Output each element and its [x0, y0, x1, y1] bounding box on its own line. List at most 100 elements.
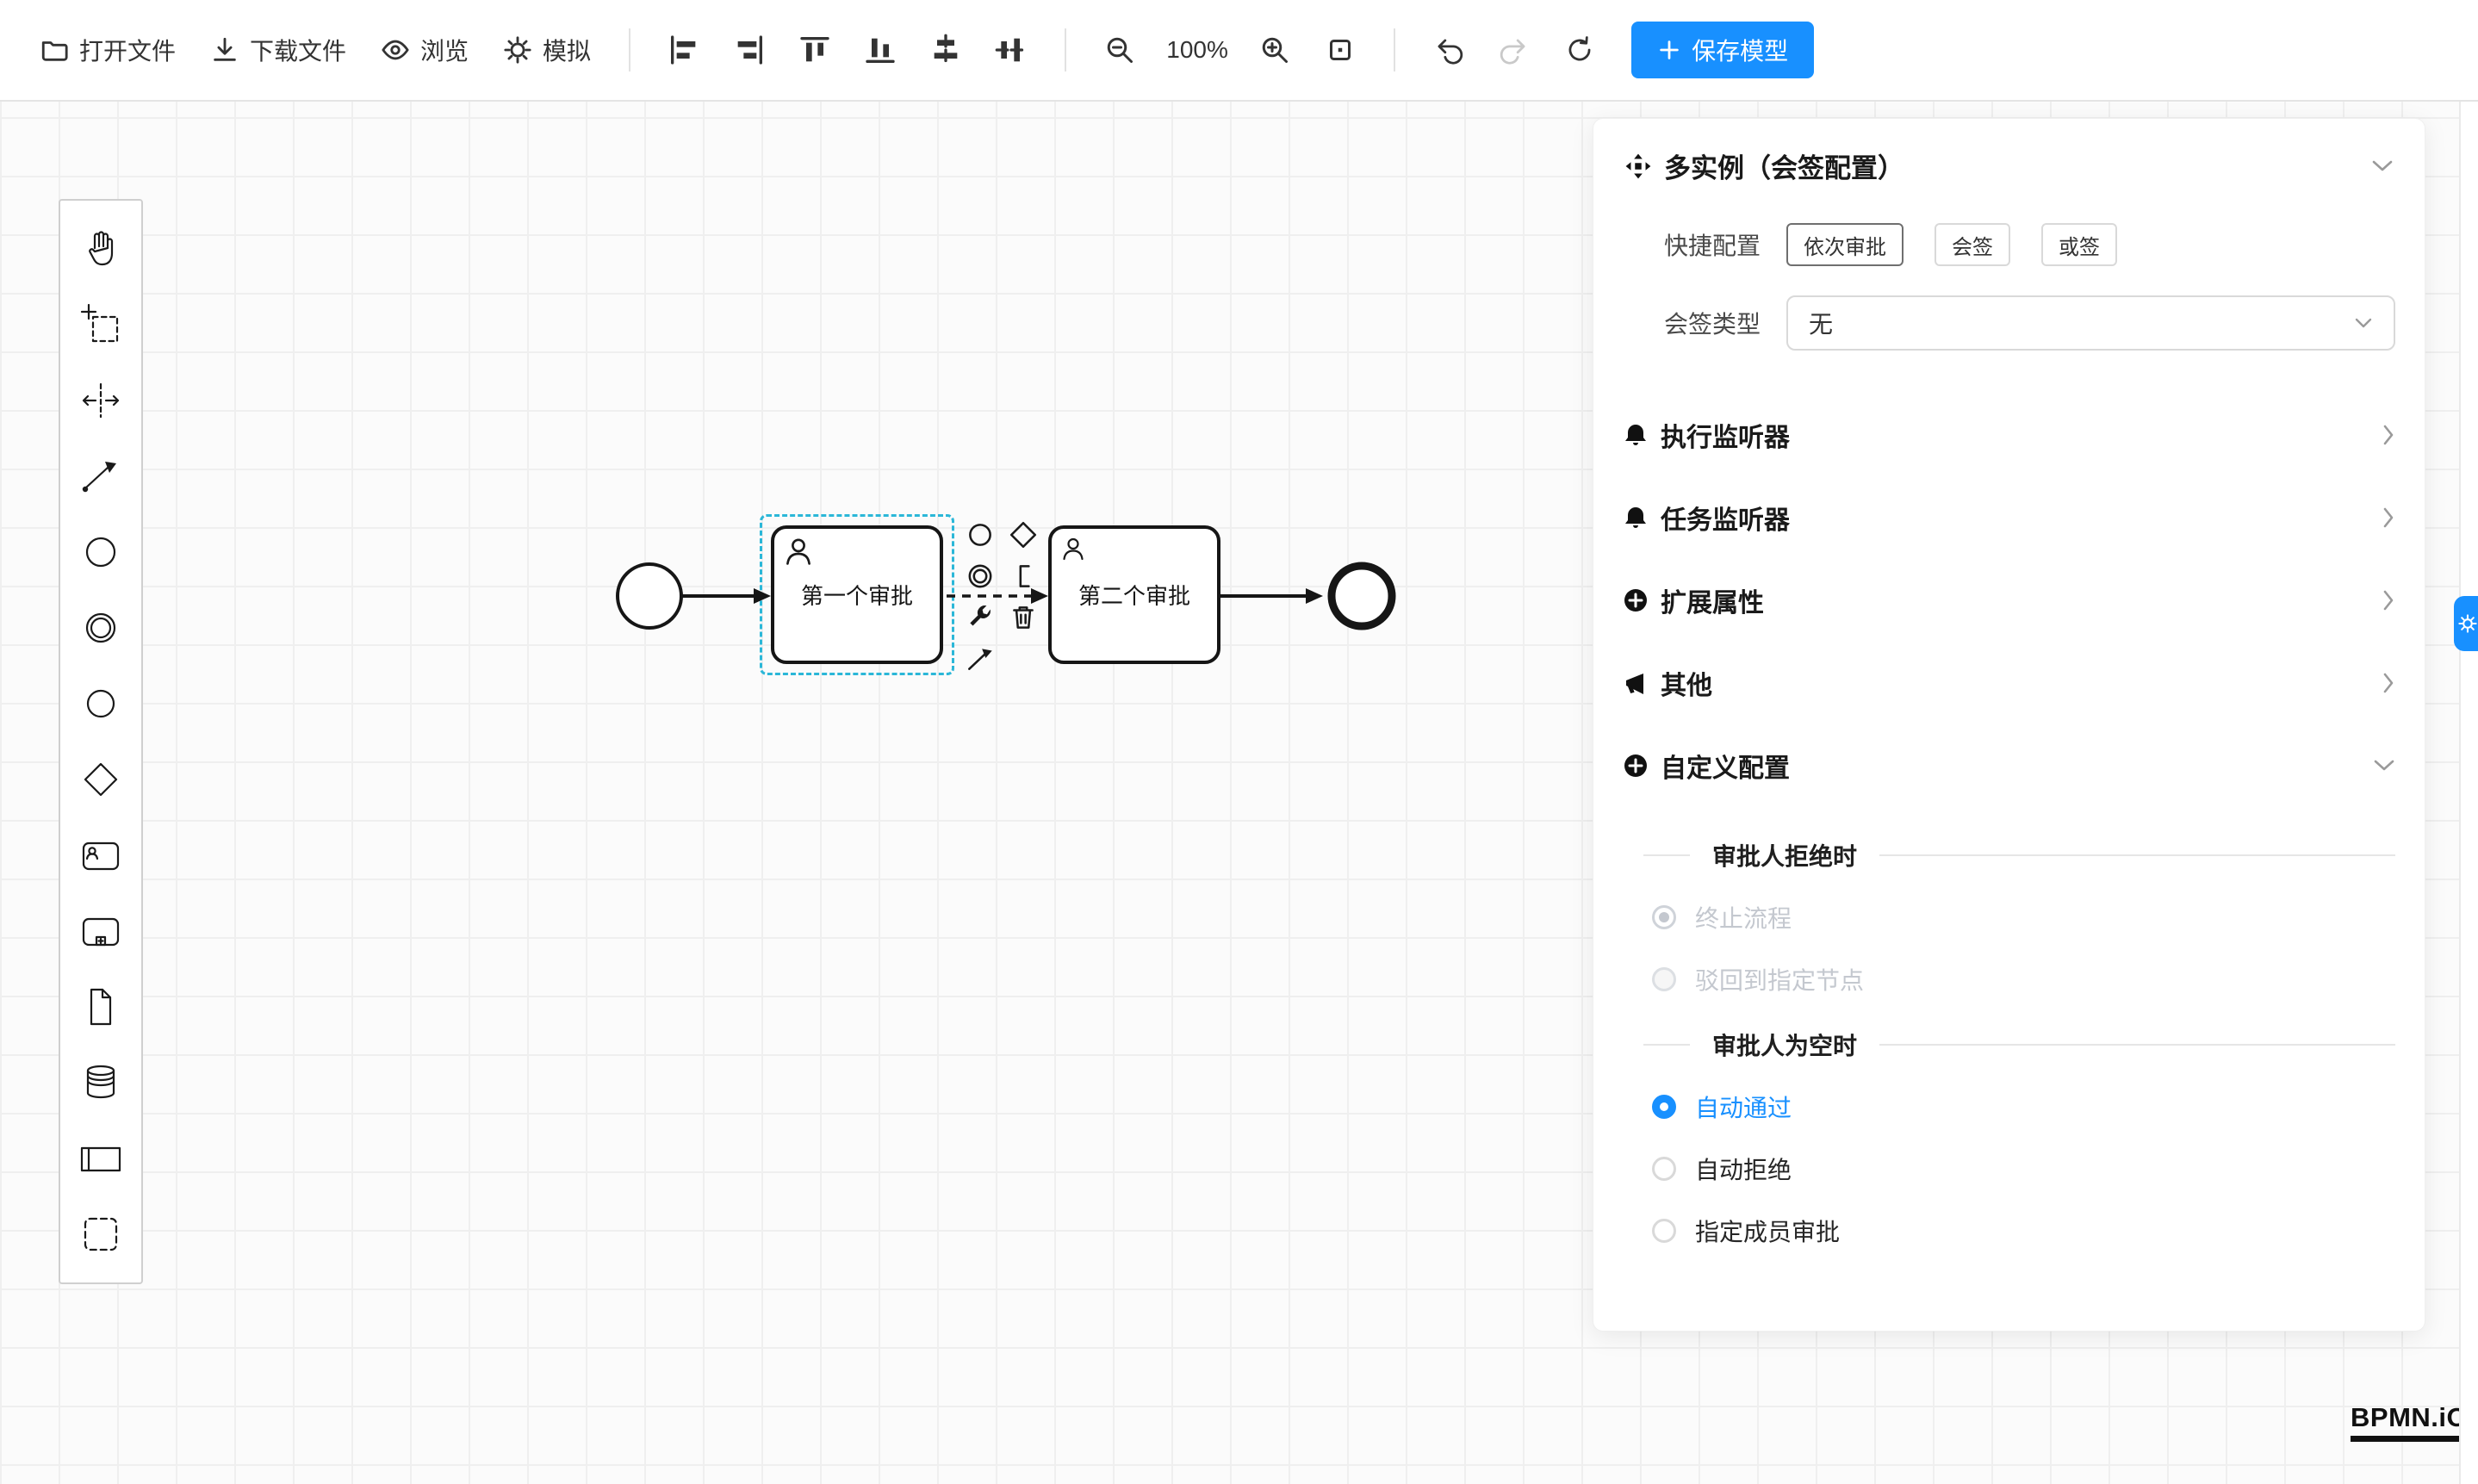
undo-button[interactable] [1421, 22, 1476, 78]
plus-icon [1660, 40, 1679, 59]
create-user-task[interactable] [66, 817, 135, 893]
task-label: 第一个审批 [800, 583, 913, 609]
append-intermediate-event-icon[interactable] [963, 559, 997, 593]
radio-terminate-process[interactable]: 终止流程 [1652, 900, 2395, 934]
create-gateway[interactable] [66, 742, 135, 817]
hand-tool[interactable] [66, 211, 135, 287]
create-intermediate-event[interactable] [66, 590, 135, 666]
user-task-icon [82, 841, 120, 871]
section-execution-listener[interactable]: 执行监听器 [1623, 394, 2395, 476]
bpmn-io-logo[interactable]: BPMN.iO [2351, 1402, 2469, 1442]
plus-circle-icon [1624, 754, 1647, 777]
zoom-level: 100% [1166, 36, 1228, 63]
download-file-button[interactable]: 下载文件 [193, 22, 363, 78]
append-text-annotation-icon[interactable] [1006, 559, 1040, 593]
create-subprocess[interactable] [66, 893, 135, 969]
space-tool[interactable] [66, 363, 135, 438]
open-file-button[interactable]: 打开文件 [22, 22, 193, 78]
participant-icon [80, 1146, 121, 1172]
lasso-tool[interactable] [66, 287, 135, 363]
append-gateway-icon[interactable] [1006, 518, 1040, 552]
sequence-flow-3[interactable] [1220, 579, 1323, 613]
zoom-out-button[interactable] [1092, 22, 1147, 78]
toolbar: 打开文件 下载文件 浏览 模拟 [0, 0, 2478, 102]
align-left-icon [671, 35, 696, 65]
simulate-button[interactable]: 模拟 [486, 22, 608, 78]
data-object-icon [90, 988, 112, 1026]
align-right-button[interactable] [722, 22, 777, 78]
create-start-event[interactable] [66, 514, 135, 590]
zoom-in-icon [1262, 37, 1289, 63]
align-center-vertical-icon [995, 38, 1028, 62]
save-model-button[interactable]: 保存模型 [1631, 22, 1815, 78]
bpmn-palette [59, 199, 143, 1284]
create-data-object[interactable] [66, 969, 135, 1045]
eye-icon [382, 40, 409, 60]
right-edge-strip [2459, 102, 2478, 1484]
sequence-flow-1[interactable] [681, 579, 771, 613]
empty-section-title: 审批人为空时 [1623, 1028, 2395, 1062]
radio-auto-reject[interactable]: 自动拒绝 [1652, 1152, 2395, 1186]
user-task-1[interactable]: 第一个审批 [771, 525, 943, 664]
sign-type-select[interactable]: 无 [1786, 295, 2395, 351]
chip-countersign[interactable]: 会签 [1935, 223, 2010, 266]
section-other[interactable]: 其他 [1623, 642, 2395, 724]
preview-button[interactable]: 浏览 [363, 22, 486, 78]
chevron-right-icon [2383, 673, 2394, 693]
user-task-2[interactable]: 第二个审批 [1048, 525, 1220, 664]
lasso-icon [80, 303, 119, 343]
fit-viewport-button[interactable] [1313, 22, 1368, 78]
task-label: 第二个审批 [1078, 583, 1190, 609]
settings-tab[interactable] [2454, 596, 2478, 651]
undo-icon [1438, 39, 1463, 65]
panel-header[interactable]: 多实例（会签配置） [1623, 119, 2395, 194]
reject-section-title: 审批人拒绝时 [1623, 838, 2395, 872]
align-right-icon [737, 35, 763, 65]
align-center-horizontal-button[interactable] [918, 22, 973, 78]
create-data-store[interactable] [66, 1045, 135, 1121]
chip-or-sign[interactable]: 或签 [2041, 223, 2117, 266]
chip-sequential-approval[interactable]: 依次审批 [1786, 223, 1904, 266]
radio-icon [1652, 967, 1676, 991]
delete-trash-icon[interactable] [1006, 600, 1040, 635]
chevron-down-icon [2372, 160, 2393, 171]
chevron-right-icon [2383, 507, 2394, 528]
align-top-button[interactable] [787, 22, 842, 78]
create-end-event[interactable] [66, 666, 135, 742]
redo-button[interactable] [1487, 22, 1542, 78]
context-pad [963, 518, 1040, 676]
zoom-out-icon [1107, 37, 1133, 63]
section-custom-config[interactable]: 自定义配置 [1623, 724, 2395, 807]
download-icon [214, 37, 236, 61]
change-type-wrench-icon[interactable] [963, 600, 997, 635]
radio-assign-member[interactable]: 指定成员审批 [1652, 1214, 2395, 1248]
data-store-icon [86, 1065, 115, 1099]
global-connect-tool[interactable] [66, 438, 135, 514]
fit-viewport-icon [1330, 40, 1351, 60]
align-left-button[interactable] [656, 22, 711, 78]
quick-config-chips: 依次审批 会签 或签 [1786, 223, 2117, 266]
chevron-down-icon [2355, 318, 2372, 328]
plus-circle-icon [1624, 589, 1647, 612]
radio-return-to-node[interactable]: 驳回到指定节点 [1652, 962, 2395, 997]
create-group[interactable] [66, 1196, 135, 1272]
align-center-vertical-button[interactable] [984, 22, 1039, 78]
append-end-event-icon[interactable] [963, 518, 997, 552]
radio-auto-pass[interactable]: 自动通过 [1652, 1090, 2395, 1124]
section-extended-properties[interactable]: 扩展属性 [1623, 559, 2395, 642]
section-task-listener[interactable]: 任务监听器 [1623, 476, 2395, 559]
quick-config-row: 快捷配置 依次审批 会签 或签 [1623, 223, 2395, 266]
panel-title: 多实例（会签配置） [1664, 153, 1904, 183]
sequence-flow-2[interactable] [947, 579, 1048, 613]
space-icon [82, 382, 120, 419]
end-event-node[interactable] [1323, 557, 1400, 635]
zoom-in-button[interactable] [1247, 22, 1302, 78]
start-event-node[interactable] [611, 557, 688, 635]
create-participant[interactable] [66, 1121, 135, 1196]
radio-icon [1652, 1219, 1676, 1243]
align-bottom-button[interactable] [853, 22, 908, 78]
refresh-button[interactable] [1552, 22, 1607, 78]
toolbar-divider [629, 28, 631, 71]
connect-arrow-icon[interactable] [963, 642, 997, 676]
radio-icon [1652, 1095, 1676, 1119]
